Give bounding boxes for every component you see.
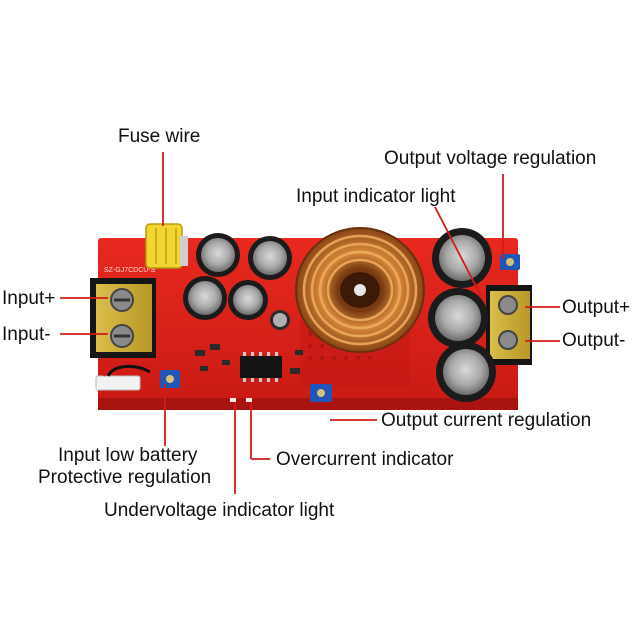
output-terminal-block xyxy=(486,285,532,365)
control-ic xyxy=(240,352,282,382)
fuse-wire-component xyxy=(145,223,188,269)
label-output-current-regulation: Output current regulation xyxy=(381,410,592,431)
wire-connector xyxy=(95,361,151,391)
leader-lines xyxy=(60,152,560,494)
smd-components xyxy=(195,344,303,402)
toroidal-inductor xyxy=(295,227,425,353)
label-undervoltage-indicator-light: Undervoltage indicator light xyxy=(104,500,335,521)
silkscreen-label: SZ-GJ7CDCU-S xyxy=(104,267,156,274)
output-voltage-trimpot xyxy=(500,254,520,270)
label-overcurrent-indicator: Overcurrent indicator xyxy=(276,449,454,470)
input-capacitors xyxy=(183,233,292,330)
output-capacitors xyxy=(428,228,496,402)
label-input-indicator-light: Input indicator light xyxy=(296,186,456,207)
label-output-minus: Output- xyxy=(562,330,626,351)
label-output-voltage-regulation: Output voltage regulation xyxy=(384,148,597,169)
input-terminal-block xyxy=(90,278,156,358)
label-protective-regulation: Protective regulation xyxy=(38,467,212,488)
label-input-plus: Input+ xyxy=(2,288,56,309)
label-output-plus: Output+ xyxy=(562,297,631,318)
label-input-minus: Input- xyxy=(2,324,51,345)
label-input-low-battery: Input low battery xyxy=(58,445,198,466)
label-fuse-wire: Fuse wire xyxy=(118,126,201,147)
output-current-trimpot xyxy=(310,384,332,402)
low-battery-trimpot xyxy=(160,370,180,388)
